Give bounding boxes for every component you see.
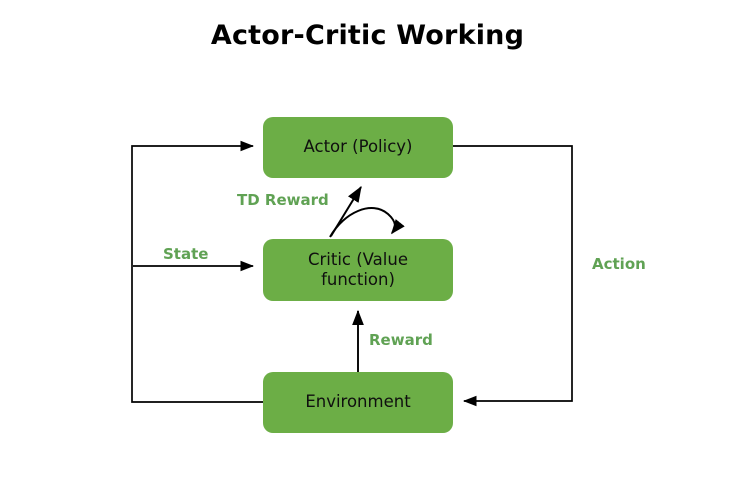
edge-label-state: State <box>163 245 209 263</box>
node-actor-label: Actor (Policy) <box>303 137 413 157</box>
edge-action <box>453 145 573 407</box>
edge-state-to-actor <box>131 140 263 403</box>
edge-label-action: Action <box>592 255 646 273</box>
edge-label-td-reward: TD Reward <box>237 191 329 209</box>
edge-label-reward: Reward <box>369 331 433 349</box>
edge-critic-self-loop <box>329 207 405 238</box>
node-environment-label: Environment <box>305 392 411 412</box>
node-environment[interactable]: Environment <box>263 372 453 433</box>
node-actor[interactable]: Actor (Policy) <box>263 117 453 178</box>
node-critic-label: Critic (Value function) <box>307 249 408 289</box>
page-title: Actor-Critic Working <box>210 20 525 51</box>
node-critic[interactable]: Critic (Value function) <box>263 239 453 301</box>
